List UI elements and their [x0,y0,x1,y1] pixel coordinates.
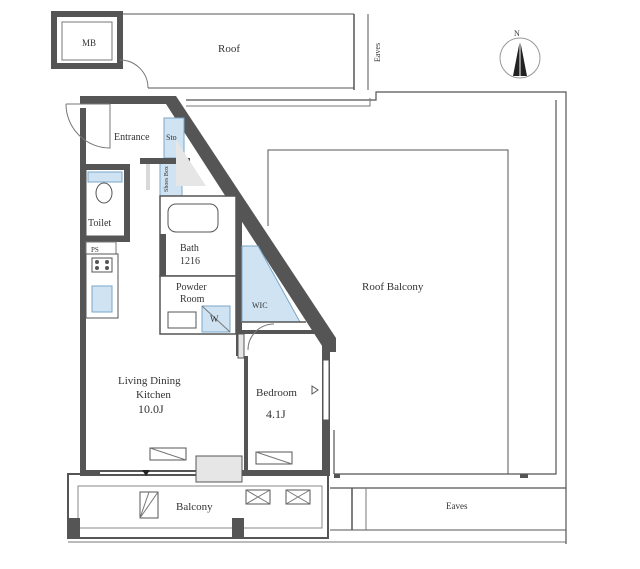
bath-size-label: 1216 [180,256,200,267]
roof-area [120,13,369,90]
bathtub-icon [167,203,219,233]
bedroom-label: Bedroom [256,387,297,399]
labels: MB Roof Eaves N Entrance Sto Shoes Box T… [82,29,520,513]
ldk-label-2: Kitchen [136,389,171,401]
roof-balcony-label: Roof Balcony [362,281,424,293]
mb-label: MB [82,38,96,48]
powder-room [159,196,242,356]
kitchen-sink-icon [91,285,113,313]
powder-label-2: Room [180,294,205,305]
walk-in-closet [241,245,306,323]
eaves-top-label: Eaves [373,43,382,62]
north-label: N [514,29,520,38]
bath-room [159,195,237,278]
meter-box [51,11,149,89]
storage-label: Sto [166,133,177,142]
bedroom-size-label: 4.1J [266,407,286,421]
entrance [65,103,206,197]
entrance-label: Entrance [114,132,150,143]
eaves-bottom-label: Eaves [446,501,468,511]
ldk-label-1: Living Dining [118,375,181,387]
bath-label: Bath [180,243,199,254]
bedroom [242,323,322,476]
living-dining-kitchen [142,333,245,483]
stove-icon [91,257,113,273]
washer-label: W [210,314,219,324]
toilet-bowl-icon [95,182,113,204]
roof-label: Roof [218,43,240,55]
ps-label: PS [91,246,99,254]
balcony-area [67,473,329,539]
bedroom-door-swing [247,323,275,351]
toilet-room [85,164,130,255]
ldk-size-label: 10.0J [138,402,164,416]
bottom-eaves [68,487,566,543]
powder-label-1: Powder [176,282,207,293]
mb-door-swing [119,59,149,89]
wic-label: WIC [252,301,268,310]
kitchen-counter [85,253,119,319]
shoes-box-label: Shoes Box [164,166,170,192]
balcony-label: Balcony [176,501,213,513]
north-compass-icon [499,37,541,79]
roof-balcony-area [186,91,567,544]
front-door-swing [65,103,111,149]
toilet-label: Toilet [88,218,111,229]
washbasin-icon [167,311,197,329]
